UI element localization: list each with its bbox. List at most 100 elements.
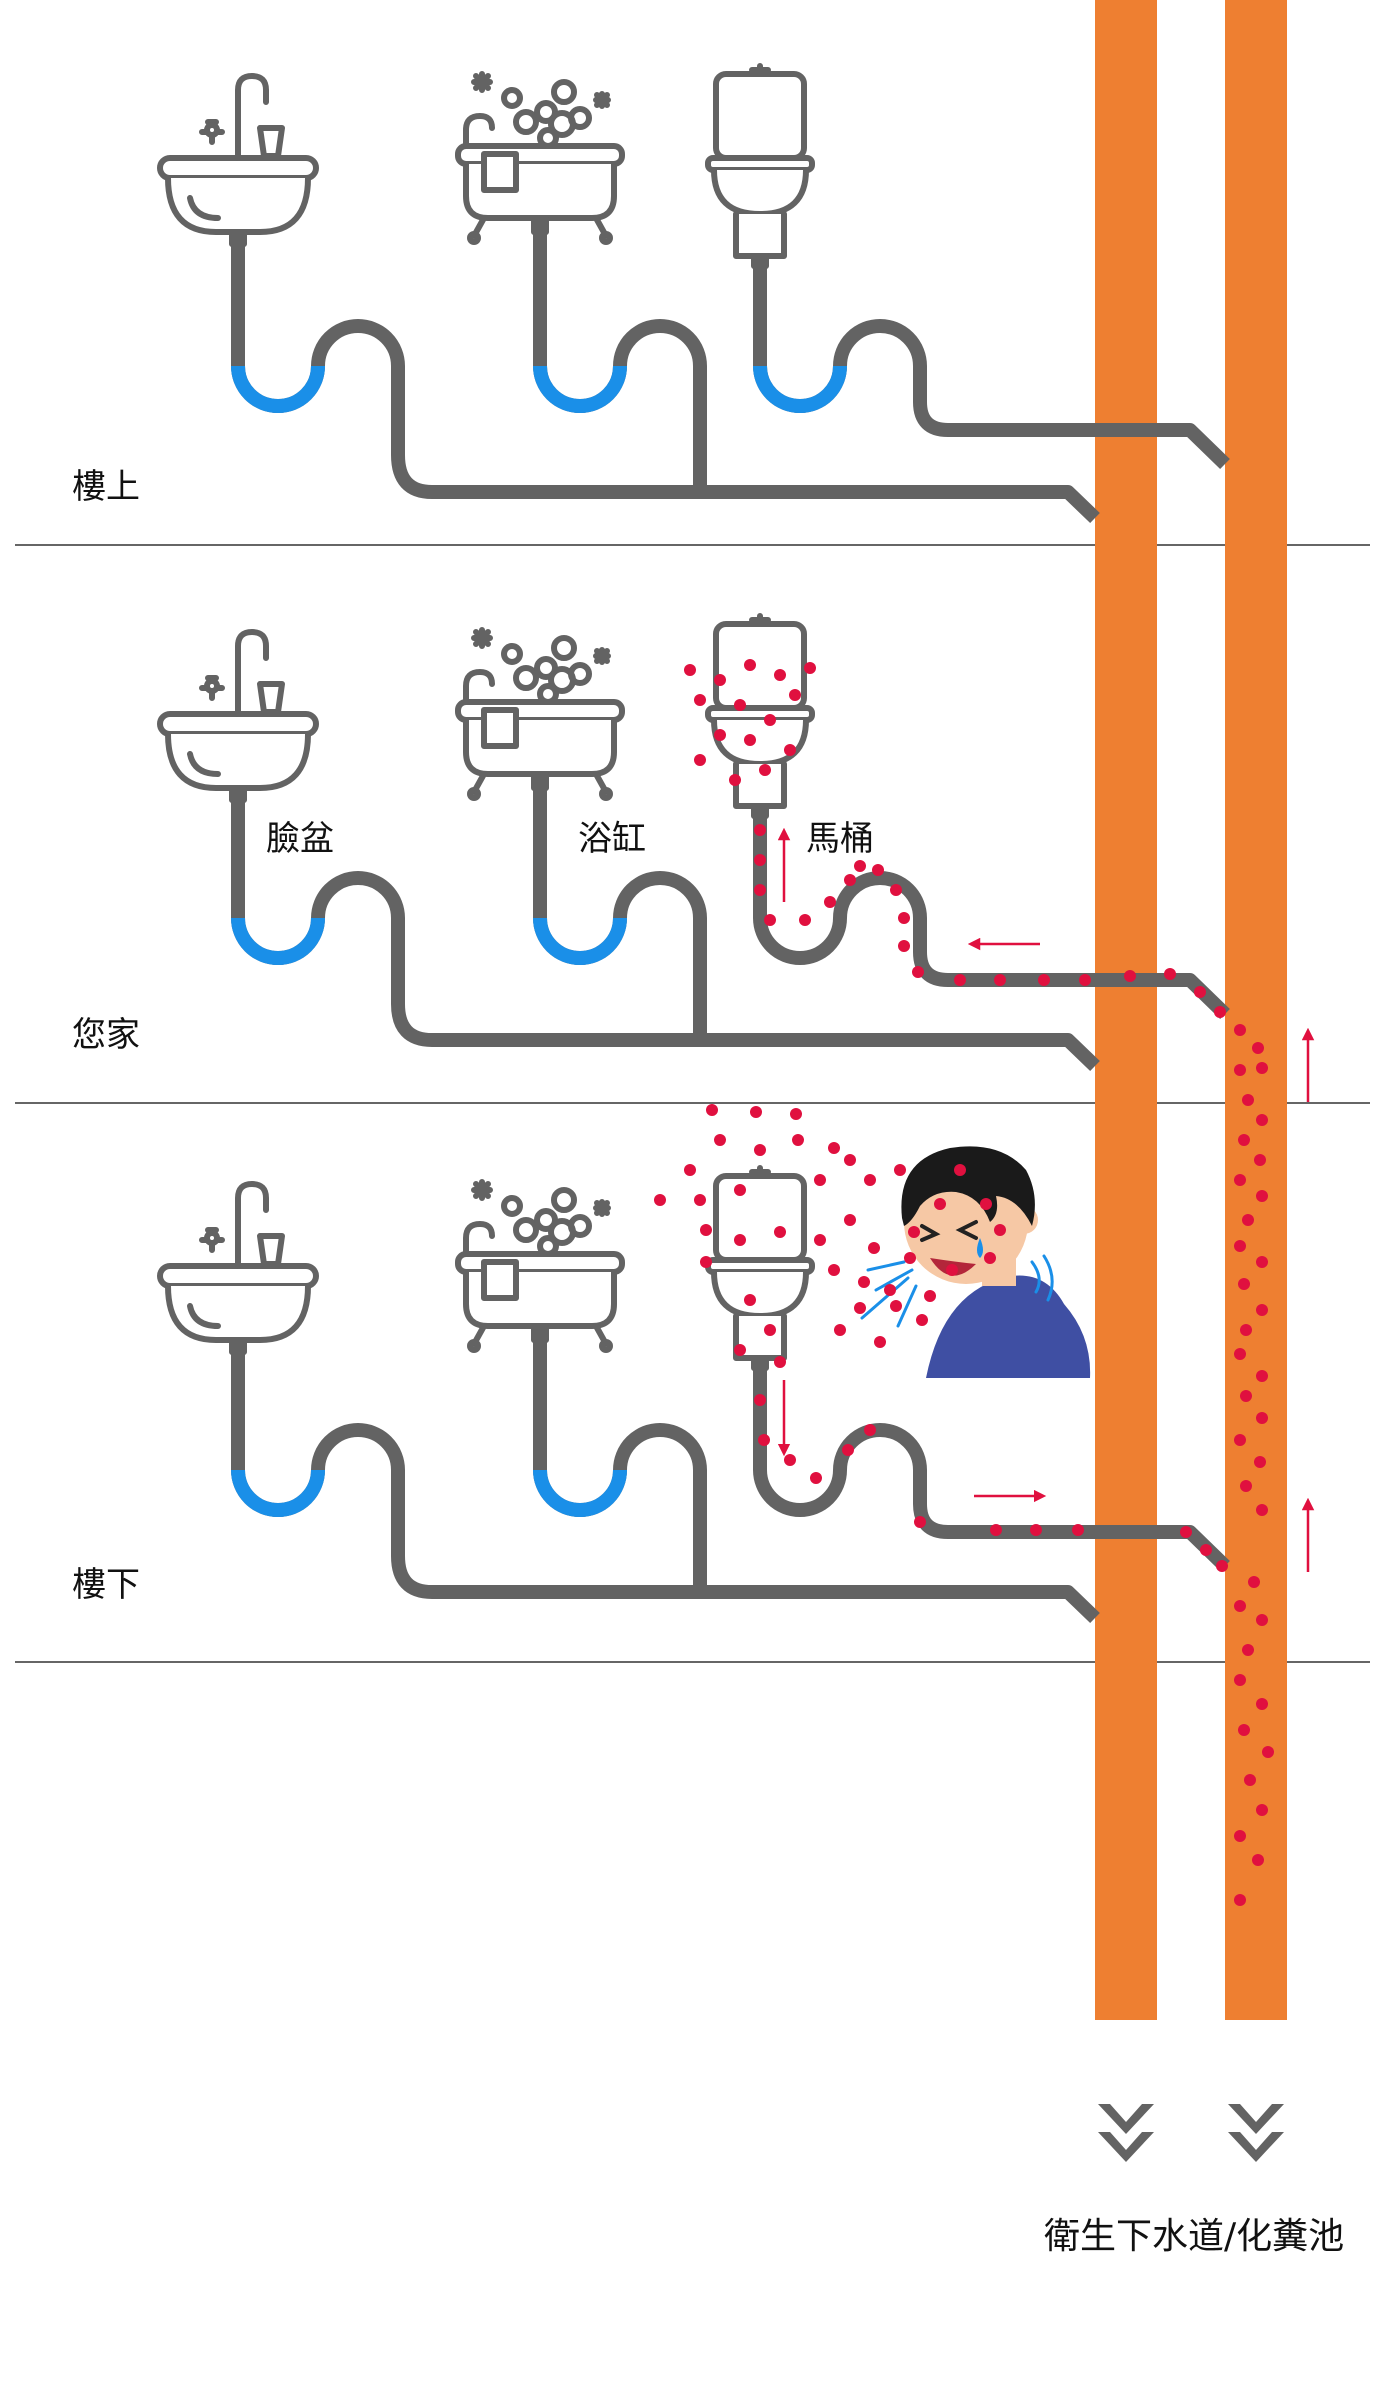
contaminant-dot [734,1184,746,1196]
contaminant-dot [1242,1644,1254,1656]
contaminant-dot [744,1294,756,1306]
contaminant-dot [1256,1614,1268,1626]
contaminant-dot [834,1324,846,1336]
contaminant-dot [764,714,776,726]
contaminant-dot [934,1198,946,1210]
contaminant-dot [894,1164,906,1176]
contaminant-dot [1038,974,1050,986]
toilet-icon [708,616,812,816]
contaminant-dot [1244,1774,1256,1786]
contaminant-dot [1240,1390,1252,1402]
bathtub-icon [458,1182,622,1350]
contaminant-dot [1256,1190,1268,1202]
contaminant-dot [844,1154,856,1166]
contaminant-dot [714,1134,726,1146]
contaminant-dot [994,974,1006,986]
contaminant-dot [814,1234,826,1246]
contaminant-dot [774,1356,786,1368]
contaminant-dot [912,966,924,978]
contaminant-dot [904,1252,916,1264]
contaminant-dot [734,1234,746,1246]
contaminant-dot [734,1344,746,1356]
contaminant-dot [872,864,884,876]
fixture-label-toilet: 馬桶 [806,819,874,859]
contaminant-dot [1238,1134,1250,1146]
toilet-drain-pipe-home [753,812,1230,1020]
contaminant-dot [764,914,776,926]
person-eye-right [955,1220,978,1240]
contaminant-dot [1079,974,1091,986]
contaminant-dot [1256,1412,1268,1424]
contaminant-dot [774,669,786,681]
contaminant-dot [898,912,910,924]
contaminant-dot [654,1194,666,1206]
sneeze-spray [860,1254,1054,1328]
contaminant-dot [1234,1894,1246,1906]
contaminant-dot [694,754,706,766]
trap-water-tub-downstairs [533,1469,627,1517]
bathtub-icon [458,74,622,242]
contaminant-dot [884,1284,896,1296]
contaminant-dot [1124,970,1136,982]
sink-icon [160,1184,316,1352]
contaminant-dot [750,1106,762,1118]
contaminant-dot [916,1314,928,1326]
contaminant-dot [744,659,756,671]
contaminant-dot [810,1472,822,1484]
contaminant-dot [824,896,836,908]
contaminant-dot [684,1164,696,1176]
contaminant-dot [990,1524,1002,1536]
contaminant-dot [694,1194,706,1206]
contaminant-dot [1242,1094,1254,1106]
contaminant-dot [890,1300,902,1312]
contaminant-dot [684,664,696,676]
contaminant-dot [754,1144,766,1156]
trap-water-basin-downstairs [231,1469,325,1517]
toilet-stack [1225,0,1287,2020]
trap-water-tub-upstairs [533,365,627,413]
trap-water-basin-home [231,917,325,965]
contaminant-dot [734,699,746,711]
contaminant-dot [954,1164,966,1176]
contaminant-dot [714,729,726,741]
contaminant-dot [1248,1576,1260,1588]
contaminant-dot [729,774,741,786]
contaminant-dot [754,1394,766,1406]
contaminant-dot [980,1198,992,1210]
contaminant-dot [854,1302,866,1314]
basin-drain-pipe-downstairs [231,1340,1100,1624]
sink-icon [160,76,316,244]
contaminant-dot [1234,1674,1246,1686]
contaminant-dot [754,824,766,836]
contaminant-dot [1252,1042,1264,1054]
contaminant-dot [1238,1724,1250,1736]
person-hair [901,1146,1035,1226]
contaminant-dot [1256,1804,1268,1816]
contaminant-dot [814,1174,826,1186]
person-shirt [926,1275,1091,1378]
person-tear [977,1238,983,1258]
contaminant-dot [1234,1240,1246,1252]
contaminant-dot [764,1324,776,1336]
sewer-stack [1095,0,1157,2020]
tub-drain-pipe-upstairs [533,232,707,492]
contaminant-dot [1234,1064,1246,1076]
contaminant-dot [744,734,756,746]
contaminant-dot [1180,1526,1192,1538]
contaminant-dot [890,884,902,896]
contaminant-dot [1214,1006,1226,1018]
contaminant-dot [954,974,966,986]
floor-label-your-home: 您家 [72,1015,140,1055]
contaminant-dot [994,1224,1006,1236]
contaminant-dot [1234,1434,1246,1446]
contaminant-dot [700,1256,712,1268]
contaminant-dot [799,914,811,926]
contaminant-dot [1256,1504,1268,1516]
contaminant-dot [874,1336,886,1348]
chevron-down-icon [1228,2104,1284,2162]
sink-icon [160,632,316,800]
contaminant-dot [804,662,816,674]
destination-label: 衛生下水道/化糞池 [1044,2216,1344,2257]
contaminant-dot [828,1264,840,1276]
